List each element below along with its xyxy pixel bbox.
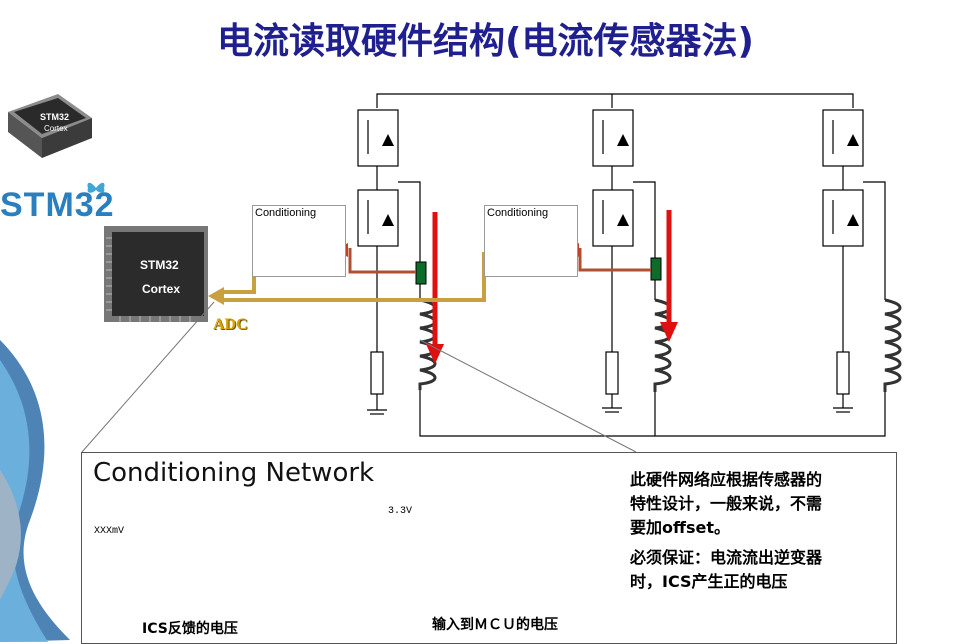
right-level-label: 3.3V xyxy=(388,506,413,517)
conditioning-box-2 xyxy=(484,205,578,277)
sensor-wire-2 xyxy=(578,248,651,272)
diodes xyxy=(382,134,859,226)
note-requirement: 必须保证：电流流出逆变器 时，ICS产生正的电压 xyxy=(630,546,822,594)
left-caption: ICS反馈的电压 xyxy=(142,621,238,637)
conditioning-label-1: Conditioning xyxy=(255,207,317,219)
motor-coils xyxy=(418,298,902,392)
stm32-logo: STM32 xyxy=(0,186,115,224)
sensor-wire-1 xyxy=(348,248,416,274)
svg-text:STM32: STM32 xyxy=(40,112,69,122)
panel-heading: Conditioning Network xyxy=(93,458,375,488)
note-design-line: 要加offset。 xyxy=(630,518,730,537)
conditioning-box-1 xyxy=(252,205,346,277)
small-chip-icon: STM32 Cortex xyxy=(8,94,92,158)
svg-text:Cortex: Cortex xyxy=(44,124,68,133)
current-arrow-1 xyxy=(426,212,444,364)
adc-arrow xyxy=(208,287,224,305)
butterfly-icon xyxy=(87,182,105,193)
conditioning-network-panel xyxy=(81,452,897,644)
note-requirement-line: 时，ICS产生正的电压 xyxy=(630,572,788,591)
left-level-label: XXXmV xyxy=(94,526,125,537)
note-design: 此硬件网络应根据传感器的 特性设计，一般来说，不需 要加offset。 xyxy=(630,468,822,540)
decorative-swoosh xyxy=(0,340,70,642)
adc-label: ADC xyxy=(213,316,248,333)
chip-core-label: Cortex xyxy=(142,282,181,296)
conditioning-label-2: Conditioning xyxy=(487,207,549,219)
current-sensor-1 xyxy=(415,261,427,285)
chip-icon xyxy=(104,226,208,322)
current-arrow-2 xyxy=(660,210,678,342)
page-title: 电流读取硬件结构(电流传感器法) xyxy=(217,21,754,62)
right-caption: 输入到ＭＣＵ的电压 xyxy=(432,617,558,633)
note-requirement-line: 必须保证：电流流出逆变器 xyxy=(630,548,823,567)
inverter-circuit xyxy=(357,93,886,437)
current-sensor-2 xyxy=(650,257,662,281)
zoom-lines xyxy=(81,301,637,453)
note-design-line: 此硬件网络应根据传感器的 xyxy=(630,470,823,489)
chip-brand-label: STM32 xyxy=(140,258,179,272)
note-design-line: 特性设计，一般来说，不需 xyxy=(630,494,823,513)
